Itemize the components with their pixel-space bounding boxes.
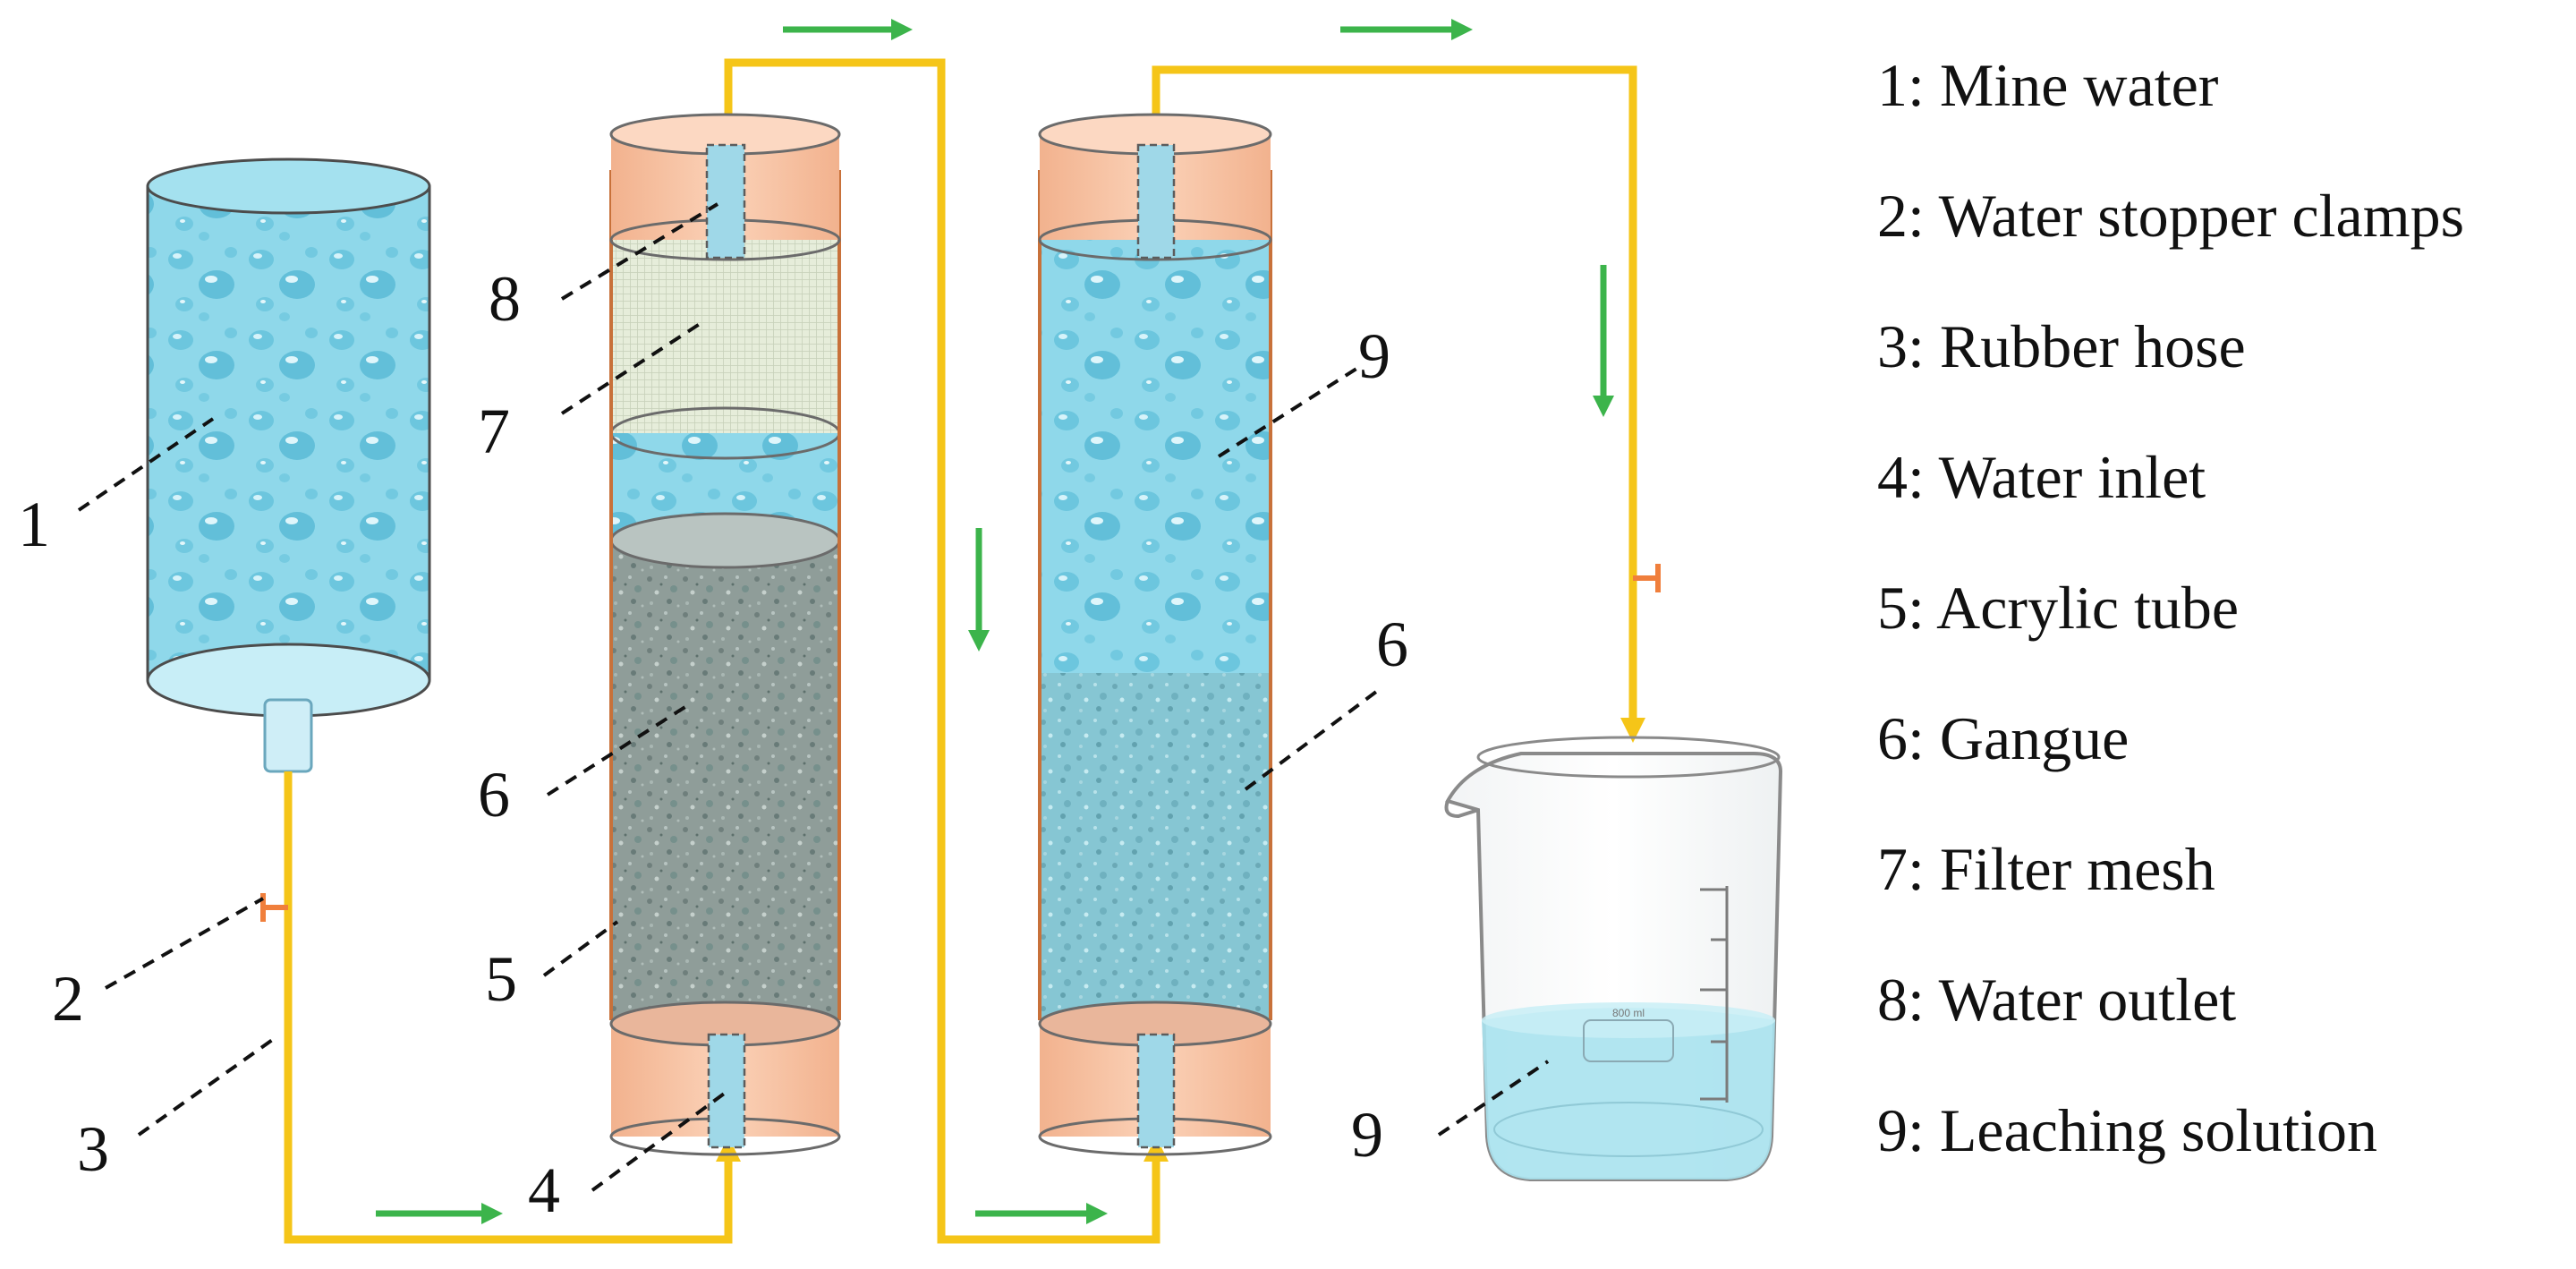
flow-direction-arrows [376,19,1614,1224]
leaching-column-left [609,113,841,1156]
leaching-column-right [1038,113,1272,1156]
legend-item-filter-mesh: 7: Filter mesh [1877,835,2215,903]
callout-4: 4 [528,1154,560,1226]
legend-item-mine-water: 1: Mine water [1877,51,2219,119]
callout-leader-lines [77,202,1550,1192]
beaker-spout [1444,800,1479,819]
leader-2 [105,897,264,990]
leader-8 [560,202,719,301]
callout-3: 3 [77,1113,109,1185]
column2-water-outlet-port [1136,143,1176,260]
rubber-hose [284,58,1637,1244]
flow-arrow-bottom-middle-icon [975,1203,1108,1224]
flow-arrow-middle-down-icon [968,528,990,652]
column2-solution-water [1040,240,1271,673]
legend-item-rubber-hose: 3: Rubber hose [1877,312,2246,380]
clamp-reservoir-hose-icon [260,893,288,922]
leader-1 [77,417,215,512]
reservoir-outlet-nozzle [263,698,313,773]
leader-9-beaker [1437,1060,1550,1137]
callout-7: 7 [478,396,510,467]
beaker: 800 ml [1444,736,1783,1181]
callout-9-column: 9 [1358,320,1390,392]
column2-water-inlet-port [1136,1033,1176,1149]
callout-9-beaker: 9 [1351,1099,1383,1171]
column1-water-outlet-port [705,143,746,260]
flow-arrow-top-right-icon [1340,19,1473,40]
callout-8: 8 [489,263,521,335]
legend: 1: Mine water 2: Water stopper clamps 3:… [1877,51,2464,1164]
hose-reservoir-to-column1 [284,771,733,1244]
flow-arrow-bottom-left-icon [376,1203,503,1224]
legend-item-water-outlet: 8: Water outlet [1877,966,2236,1034]
leader-4 [591,1090,728,1192]
callout-6-right: 6 [1376,609,1408,680]
hose-column1-to-column2 [724,58,1160,1244]
water-stopper-clamps [260,564,1661,922]
beaker-label-box [1583,1019,1674,1062]
legend-item-leaching-solution: 9: Leaching solution [1877,1096,2377,1164]
column1-filter-mesh [611,240,839,433]
beaker-volume-mark: 800 ml [1612,1007,1645,1019]
leader-9-column [1217,367,1358,458]
flow-arrow-top-left-icon [783,19,913,40]
beaker-graduation-scale [1700,886,1729,1103]
leader-6-right [1244,687,1382,791]
clamp-beaker-hose-icon [1633,564,1661,592]
column1-water-inlet-port [707,1033,746,1149]
callout-2: 2 [52,963,84,1035]
mine-water-reservoir [146,158,431,773]
callout-1: 1 [18,489,50,560]
flow-arrow-beaker-down-icon [1593,265,1614,417]
legend-item-gangue: 6: Gangue [1877,704,2129,772]
callout-5: 5 [485,943,517,1015]
callout-numbers: 1 2 3 4 5 6 7 8 9 6 9 [18,263,1408,1226]
beaker-leaching-solution [1482,1008,1775,1180]
legend-item-acrylic-tube: 5: Acrylic tube [1877,574,2239,642]
callout-6-left: 6 [478,759,510,830]
column1-gangue [611,541,839,1024]
column2-gangue [1040,673,1271,1024]
beaker-arrowhead [1620,718,1645,743]
legend-item-water-stopper-clamps: 2: Water stopper clamps [1877,182,2464,250]
leader-6-left [546,702,693,796]
leader-3 [137,1035,279,1137]
leader-7 [560,322,701,415]
hose-column2-to-beaker [1152,65,1637,725]
leader-5 [542,920,619,977]
legend-item-water-inlet: 4: Water inlet [1877,443,2206,511]
